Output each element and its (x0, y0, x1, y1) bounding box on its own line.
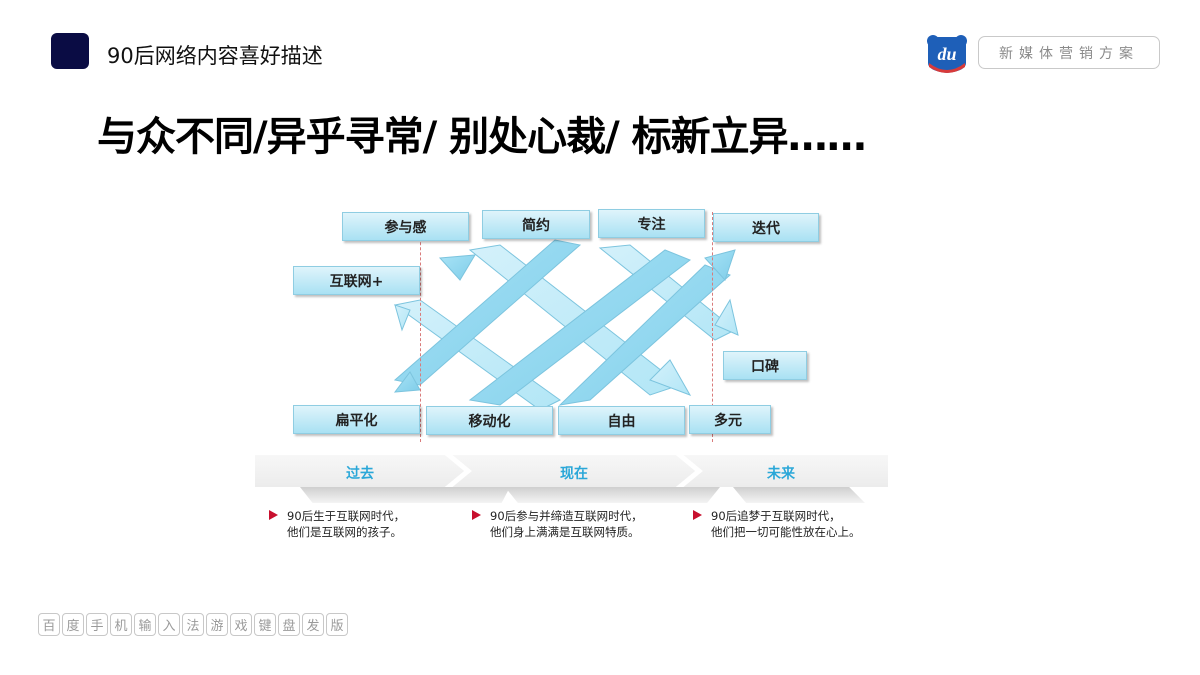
keyword-diversity: 多元 (689, 405, 771, 434)
divider-line-right (712, 212, 713, 442)
footer-char: 戏 (230, 613, 252, 636)
phase-present: 现在 (560, 466, 588, 482)
keyword-focus: 专注 (598, 209, 705, 238)
footer-watermark: 百 度 手 机 输 入 法 游 戏 键 盘 发 版 (38, 613, 348, 636)
footer-char: 手 (86, 613, 108, 636)
description-present: 90后参与并缔造互联网时代， 他们身上满满是互联网特质。 (472, 508, 643, 540)
footer-char: 盘 (278, 613, 300, 636)
red-bullet-icon (472, 510, 481, 520)
footer-char: 输 (134, 613, 156, 636)
keyword-iteration: 迭代 (713, 213, 819, 242)
headline: 与众不同/异乎寻常/ 别处心裁/ 标新立异…… (97, 114, 867, 160)
phase-future: 未来 (767, 466, 795, 482)
keyword-mobile: 移动化 (426, 406, 553, 435)
footer-char: 度 (62, 613, 84, 636)
footer-char: 入 (158, 613, 180, 636)
keyword-word-of-mouth: 口碑 (723, 351, 807, 380)
keyword-flat: 扁平化 (293, 405, 420, 434)
red-bullet-icon (269, 510, 278, 520)
svg-text:du: du (937, 44, 956, 64)
footer-char: 百 (38, 613, 60, 636)
footer-char: 版 (326, 613, 348, 636)
header-accent-square (51, 33, 89, 69)
divider-line-left (420, 212, 421, 442)
phase-past: 过去 (346, 466, 374, 482)
footer-char: 发 (302, 613, 324, 636)
timeline-shadow-2 (505, 487, 720, 503)
keyword-simplicity: 简约 (482, 210, 590, 239)
footer-char: 键 (254, 613, 276, 636)
red-bullet-icon (693, 510, 702, 520)
timeline-shadow-1 (300, 487, 510, 503)
timeline-bar (255, 455, 888, 487)
arrow-strands (393, 239, 739, 411)
keyword-internet-plus: 互联网+ (293, 266, 420, 295)
brand-label: 新媒体营销方案 (978, 36, 1160, 69)
description-past: 90后生于互联网时代， 他们是互联网的孩子。 (269, 508, 405, 540)
footer-char: 法 (182, 613, 204, 636)
keyword-participation: 参与感 (342, 212, 469, 241)
du-bear-logo-icon: du (927, 35, 967, 73)
page-title: 90后网络内容喜好描述 (107, 44, 323, 68)
description-future: 90后追梦于互联网时代， 他们把一切可能性放在心上。 (693, 508, 861, 540)
keyword-freedom: 自由 (558, 406, 685, 435)
footer-char: 机 (110, 613, 132, 636)
footer-char: 游 (206, 613, 228, 636)
timeline-shadow-3 (733, 487, 865, 503)
